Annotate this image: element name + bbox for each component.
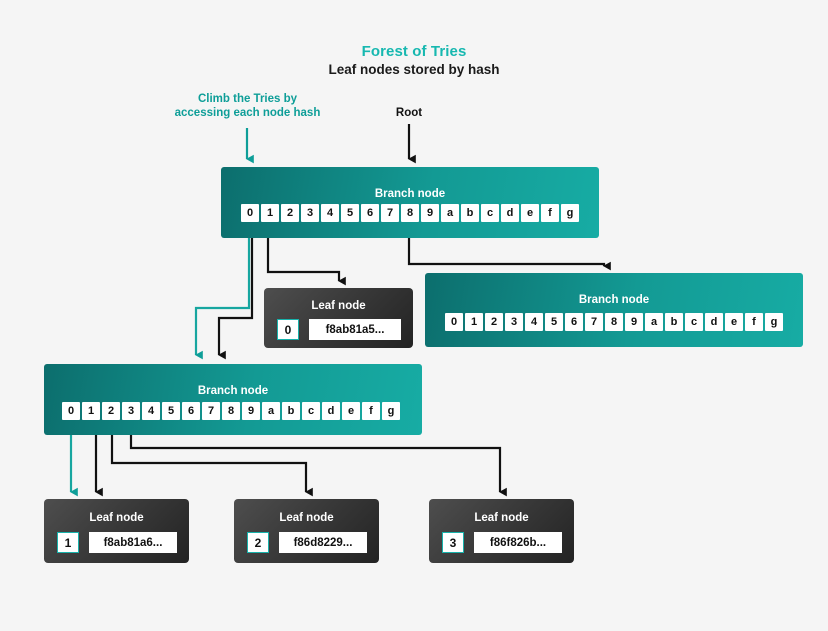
branch-node-lower-cell-c[interactable]: c bbox=[302, 402, 320, 420]
climb-annotation-line1: Climb the Tries by bbox=[197, 93, 298, 105]
branch-node-lower-cell-9[interactable]: 9 bbox=[242, 402, 260, 420]
climb-annotation-line2: accessing each node hash bbox=[174, 107, 321, 119]
branch-node-lower-cell-3[interactable]: 3 bbox=[122, 402, 140, 420]
wire-root8-to-right-branch bbox=[407, 238, 611, 271]
wire-root1-to-leaf-middle bbox=[266, 238, 346, 286]
branch-node-right-cell-c[interactable]: c bbox=[685, 313, 703, 331]
leaf-node-middle-label: Leaf node bbox=[311, 300, 366, 312]
branch-node-lower-cell-b[interactable]: b bbox=[282, 402, 300, 420]
branch-node-root-cell-0[interactable]: 0 bbox=[241, 204, 259, 222]
climb-annotation: Climb the Tries by accessing each node h… bbox=[160, 92, 335, 120]
branch-node-right-cell-e[interactable]: e bbox=[725, 313, 743, 331]
branch-node-right-cell-3[interactable]: 3 bbox=[505, 313, 523, 331]
branch-node-root-cell-g[interactable]: g bbox=[561, 204, 579, 222]
branch-node-lower-cell-5[interactable]: 5 bbox=[162, 402, 180, 420]
leaf-node-middle-index: 0 bbox=[277, 319, 299, 340]
branch-node-right-cell-8[interactable]: 8 bbox=[605, 313, 623, 331]
branch-node-right-cell-7[interactable]: 7 bbox=[585, 313, 603, 331]
page-title: Forest of Tries bbox=[361, 43, 467, 60]
branch-node-lower-cell-a[interactable]: a bbox=[262, 402, 280, 420]
branch-node-lower-cell-f[interactable]: f bbox=[362, 402, 380, 420]
branch-node-root-cell-d[interactable]: d bbox=[501, 204, 519, 222]
branch-node-lower-cell-4[interactable]: 4 bbox=[142, 402, 160, 420]
branch-node-lower-cell-7[interactable]: 7 bbox=[202, 402, 220, 420]
branch-node-root-cell-3[interactable]: 3 bbox=[301, 204, 319, 222]
branch-node-lower-cell-2[interactable]: 2 bbox=[102, 402, 120, 420]
leaf-node-1-label: Leaf node bbox=[89, 512, 144, 524]
branch-node-lower-cell-e[interactable]: e bbox=[342, 402, 360, 420]
branch-node-right-cell-d[interactable]: d bbox=[705, 313, 723, 331]
leaf-node-1-index: 1 bbox=[57, 532, 79, 553]
wire-root0b-to-lower-branch bbox=[217, 238, 254, 360]
branch-node-right-cell-5[interactable]: 5 bbox=[545, 313, 563, 331]
leaf-node-3-label: Leaf node bbox=[474, 512, 529, 524]
leaf-node-1[interactable]: Leaf node 1 f8ab81a6... bbox=[44, 499, 189, 563]
branch-node-lower-cell-1[interactable]: 1 bbox=[82, 402, 100, 420]
leaf-node-middle-hash: f8ab81a5... bbox=[309, 319, 401, 340]
wire-lower3-to-leaf3 bbox=[129, 435, 507, 497]
branch-node-root-cell-f[interactable]: f bbox=[541, 204, 559, 222]
branch-node-root-cell-6[interactable]: 6 bbox=[361, 204, 379, 222]
branch-node-root-cell-7[interactable]: 7 bbox=[381, 204, 399, 222]
branch-node-right-cell-4[interactable]: 4 bbox=[525, 313, 543, 331]
branch-node-root-cell-b[interactable]: b bbox=[461, 204, 479, 222]
branch-node-root-cell-9[interactable]: 9 bbox=[421, 204, 439, 222]
branch-node-right-cell-2[interactable]: 2 bbox=[485, 313, 503, 331]
leaf-node-middle[interactable]: Leaf node 0 f8ab81a5... bbox=[264, 288, 413, 348]
branch-node-root-cell-4[interactable]: 4 bbox=[321, 204, 339, 222]
branch-node-lower-label: Branch node bbox=[197, 385, 269, 397]
leaf-node-2-row: 2 f86d8229... bbox=[247, 532, 367, 553]
leaf-node-3[interactable]: Leaf node 3 f86f826b... bbox=[429, 499, 574, 563]
leaf-node-1-row: 1 f8ab81a6... bbox=[57, 532, 177, 553]
branch-node-lower-cell-0[interactable]: 0 bbox=[62, 402, 80, 420]
branch-node-root-cell-2[interactable]: 2 bbox=[281, 204, 299, 222]
branch-node-right-cell-1[interactable]: 1 bbox=[465, 313, 483, 331]
root-annotation: Root bbox=[395, 107, 423, 119]
leaf-node-2[interactable]: Leaf node 2 f86d8229... bbox=[234, 499, 379, 563]
branch-node-right-cell-g[interactable]: g bbox=[765, 313, 783, 331]
leaf-node-2-hash: f86d8229... bbox=[279, 532, 367, 553]
leaf-node-3-hash: f86f826b... bbox=[474, 532, 562, 553]
leaf-node-3-index: 3 bbox=[442, 532, 464, 553]
branch-node-root-label: Branch node bbox=[374, 188, 446, 200]
branch-node-lower-cell-8[interactable]: 8 bbox=[222, 402, 240, 420]
branch-node-root-cell-8[interactable]: 8 bbox=[401, 204, 419, 222]
branch-node-right-cell-a[interactable]: a bbox=[645, 313, 663, 331]
leaf-node-3-row: 3 f86f826b... bbox=[442, 532, 562, 553]
branch-node-root-cell-c[interactable]: c bbox=[481, 204, 499, 222]
page-subtitle: Leaf nodes stored by hash bbox=[328, 62, 500, 77]
leaf-node-1-hash: f8ab81a6... bbox=[89, 532, 177, 553]
leaf-node-middle-row: 0 f8ab81a5... bbox=[277, 319, 401, 340]
branch-node-right-cell-f[interactable]: f bbox=[745, 313, 763, 331]
branch-node-root-cell-5[interactable]: 5 bbox=[341, 204, 359, 222]
wire-lower2-to-leaf2 bbox=[110, 435, 313, 497]
leaf-node-2-label: Leaf node bbox=[279, 512, 334, 524]
branch-node-right-cell-6[interactable]: 6 bbox=[565, 313, 583, 331]
wire-root0-to-lower-branch bbox=[194, 238, 251, 360]
branch-node-lower-cell-6[interactable]: 6 bbox=[182, 402, 200, 420]
branch-node-root-cell-1[interactable]: 1 bbox=[261, 204, 279, 222]
branch-node-root-cell-a[interactable]: a bbox=[441, 204, 459, 222]
branch-node-right-label: Branch node bbox=[578, 294, 650, 306]
branch-node-right-cell-b[interactable]: b bbox=[665, 313, 683, 331]
branch-node-right-cell-9[interactable]: 9 bbox=[625, 313, 643, 331]
branch-node-lower-cell-d[interactable]: d bbox=[322, 402, 340, 420]
leaf-node-2-index: 2 bbox=[247, 532, 269, 553]
branch-node-lower-cell-g[interactable]: g bbox=[382, 402, 400, 420]
branch-node-right-cell-0[interactable]: 0 bbox=[445, 313, 463, 331]
branch-node-root-cell-e[interactable]: e bbox=[521, 204, 539, 222]
